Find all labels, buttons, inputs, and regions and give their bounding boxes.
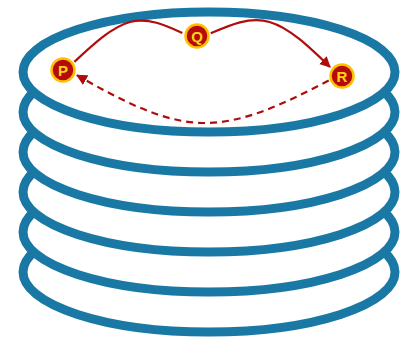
node-outline [52,59,75,82]
node-label: P [58,63,68,78]
dashed-arrow [77,75,329,123]
node-label: R [337,69,348,84]
solid-arrow [211,20,330,67]
node-label: Q [191,29,203,44]
node-outline [331,65,354,88]
solid-arrow [74,21,182,62]
disk-ring [23,12,395,132]
circle-node: Q [184,23,210,49]
node-outline [186,25,209,48]
circle-node: R [329,63,355,89]
circle-node: P [50,57,76,83]
